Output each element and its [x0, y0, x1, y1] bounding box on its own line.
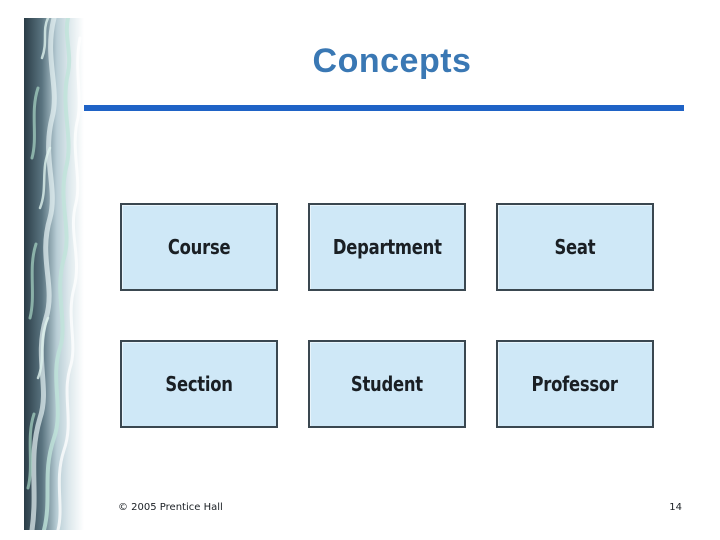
page-number: 14 — [669, 502, 682, 513]
slide-title: Concepts — [312, 42, 472, 80]
concept-label: Department — [332, 235, 442, 259]
concept-box-seat: Seat — [496, 203, 654, 291]
concept-label: Student — [350, 372, 423, 396]
concept-box-department: Department — [308, 203, 466, 291]
concept-label: Section — [165, 372, 233, 396]
concept-label: Seat — [554, 235, 596, 259]
concept-label: Professor — [531, 372, 619, 396]
decorative-flame-sidebar — [24, 18, 84, 530]
flame-pattern-image — [26, 18, 82, 530]
concept-box-professor: Professor — [496, 340, 654, 428]
concept-box-section: Section — [120, 340, 278, 428]
title-underline-rule — [84, 105, 684, 111]
copyright-footer: © 2005 Prentice Hall — [118, 502, 223, 513]
concept-label: Course — [167, 235, 231, 259]
concept-box-course: Course — [120, 203, 278, 291]
concept-box-student: Student — [308, 340, 466, 428]
